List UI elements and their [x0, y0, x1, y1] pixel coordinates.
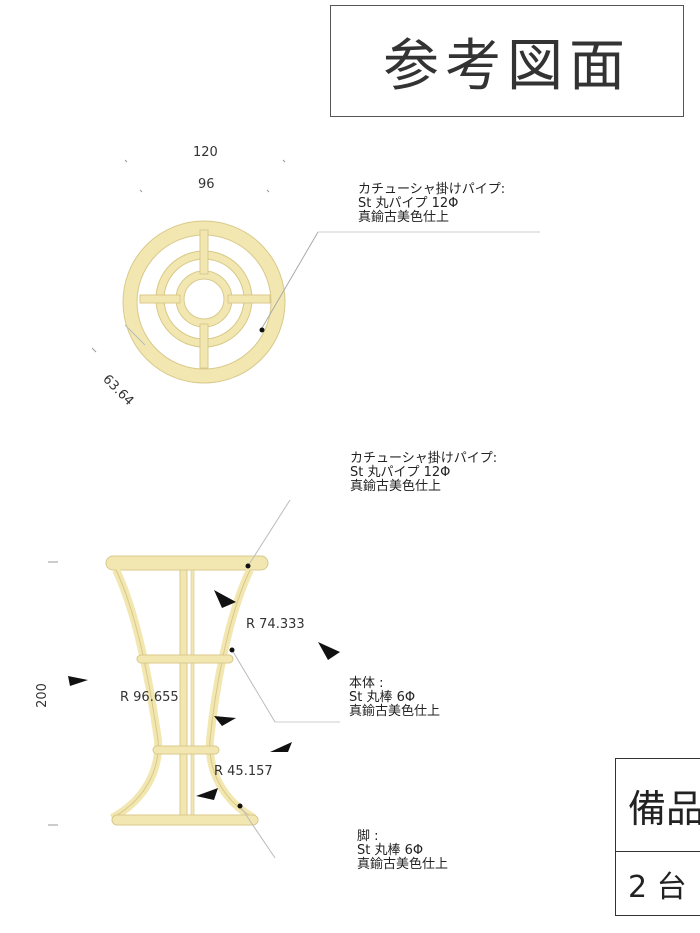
- outer-ring: [123, 221, 285, 383]
- cross-bar-top: [199, 229, 209, 275]
- dim-radius-1: R 74.333: [246, 617, 305, 632]
- note-body-line3: 真鍮古美色仕上: [349, 704, 441, 719]
- middle-ring-band: [136, 654, 234, 664]
- top-view-plan: [91, 159, 540, 384]
- note-body-line1: 本体 :: [349, 676, 384, 691]
- drawing-title-box: 参考図面: [330, 5, 684, 117]
- leader-line-body: [231, 649, 276, 723]
- leader-line-top: [261, 231, 319, 329]
- cross-bar-bottom: [199, 323, 209, 369]
- note-top-line2: St 丸パイプ 12Φ: [358, 196, 459, 211]
- note-leg-line1: 脚 :: [357, 829, 379, 844]
- drawing-title: 参考図面: [383, 33, 631, 99]
- note-top-line3: 真鍮古美色仕上: [358, 210, 450, 225]
- equipment-header: 備品: [616, 759, 700, 852]
- note-leg-line2: St 丸棒 6Φ: [357, 843, 424, 858]
- note-body: 本体 : St 丸棒 6Φ 真鍮古美色仕上: [349, 677, 440, 719]
- leader-line-leg: [239, 805, 276, 859]
- note-side-pipe: カチューシャ掛けパイプ: St 丸パイプ 12Φ 真鍮古美色仕上: [350, 452, 497, 494]
- note-leg-line3: 真鍮古美色仕上: [357, 857, 449, 872]
- center-rod-2: [190, 569, 195, 821]
- note-leg: 脚 : St 丸棒 6Φ 真鍮古美色仕上: [357, 830, 448, 872]
- note-body-line2: St 丸棒 6Φ: [349, 690, 416, 705]
- note-top-pipe: カチューシャ掛けパイプ: St 丸パイプ 12Φ 真鍮古美色仕上: [358, 183, 505, 225]
- inner-ring: [176, 271, 232, 327]
- dim-inner-diameter: 96: [198, 177, 215, 192]
- arrow-r3a: [270, 742, 292, 752]
- arrow-r2: [214, 716, 236, 726]
- equipment-table: 備品 2 台: [615, 758, 700, 916]
- base-bar: [111, 814, 259, 826]
- center-rod-1: [179, 569, 188, 821]
- dim-height: 200: [34, 683, 50, 708]
- cross-bar-right: [227, 294, 271, 304]
- arrow-r1b: [318, 642, 340, 660]
- dim-radius-2: R 96.655: [120, 690, 179, 705]
- leader-dot-top: [259, 327, 265, 333]
- note-pipe-line2: St 丸パイプ 12Φ: [350, 465, 451, 480]
- note-pipe-line3: 真鍮古美色仕上: [350, 479, 442, 494]
- equipment-qty: 2 台: [628, 870, 687, 905]
- top-pipe: [105, 555, 269, 571]
- note-pipe-line1: カチューシャ掛けパイプ:: [350, 451, 498, 466]
- side-view-elevation: [48, 499, 340, 859]
- dim-radius-3: R 45.157: [214, 764, 273, 779]
- leader-line-pipe: [247, 499, 291, 567]
- note-top-line1: カチューシャ掛けパイプ:: [358, 182, 506, 197]
- arrow-height: [68, 676, 88, 686]
- dim-outer-diameter: 120: [193, 145, 218, 160]
- outer-ring-edge: [122, 220, 286, 384]
- lower-ring-band: [152, 745, 220, 755]
- cross-bar-left: [139, 294, 181, 304]
- arrow-r3b: [196, 788, 218, 800]
- arrow-r1: [214, 590, 236, 608]
